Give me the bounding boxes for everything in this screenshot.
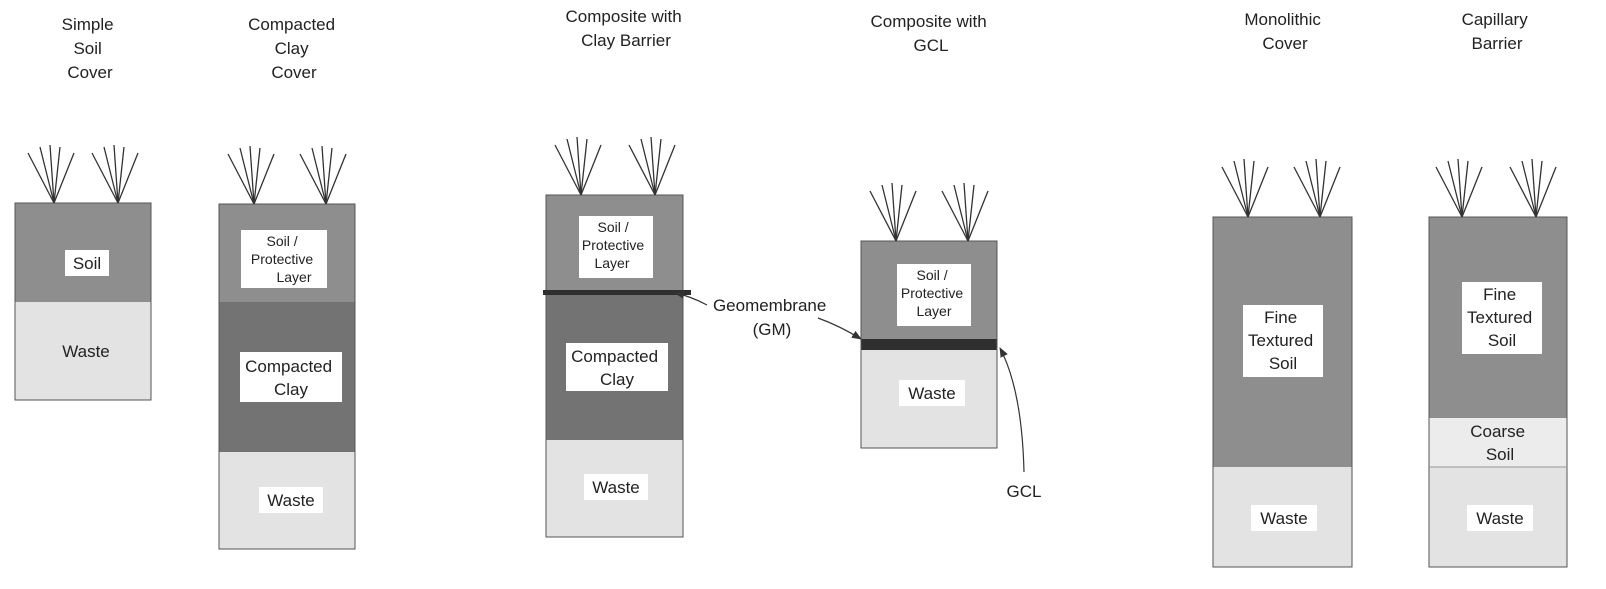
label-box bbox=[579, 216, 653, 278]
grass-tuft-icon bbox=[1221, 158, 1269, 218]
vegetation-group bbox=[27, 136, 1557, 242]
geomembrane-layer bbox=[543, 290, 691, 295]
layer-label-fine-textured-soil: Fine Textured Soil bbox=[1248, 308, 1318, 373]
column-title-compacted-clay-cover: Compacted Clay Cover bbox=[248, 15, 340, 82]
column-capillary-barrier: Fine Textured Soil Coarse Soil Waste bbox=[1428, 216, 1568, 568]
grass-tuft-icon bbox=[91, 144, 139, 204]
layer-label-compacted-clay: Compacted Clay bbox=[245, 357, 337, 399]
grass-tuft-icon bbox=[869, 182, 917, 242]
grass-tuft-icon bbox=[941, 182, 989, 242]
column-outline bbox=[218, 203, 356, 550]
layer-label-waste: Waste bbox=[267, 491, 315, 510]
gcl-annotation: GCL bbox=[999, 347, 1042, 501]
label-box bbox=[566, 343, 668, 391]
grass-tuft-icon bbox=[1293, 158, 1341, 218]
label-box bbox=[897, 264, 971, 326]
layer-label-fine-textured-soil: Fine Textured Soil bbox=[1467, 285, 1537, 350]
column-outline bbox=[860, 240, 998, 449]
column-title-capillary-barrier: Capillary Barrier bbox=[1462, 10, 1533, 53]
layer-label-waste: Waste bbox=[1260, 509, 1308, 528]
layer-label-waste: Waste bbox=[908, 384, 956, 403]
column-title-monolithic-cover: Monolithic Cover bbox=[1244, 10, 1325, 53]
grass-tuft-icon bbox=[1509, 158, 1557, 218]
column-composite-with-gcl: Soil / Protective Layer Waste bbox=[860, 240, 998, 449]
label-box bbox=[584, 474, 648, 500]
layer-label-compacted-clay: Compacted Clay bbox=[571, 347, 663, 389]
geomembrane-arrow-left bbox=[674, 290, 708, 306]
column-simple-soil-cover: Soil Waste bbox=[14, 202, 152, 401]
column-title-simple-soil-cover: Simple Soil Cover bbox=[62, 15, 119, 82]
layer-label-soil: Soil bbox=[73, 254, 101, 273]
grass-tuft-icon bbox=[299, 145, 347, 205]
column-compacted-clay-cover: Soil / Protective Layer Compacted Clay W… bbox=[218, 203, 356, 550]
column-outline bbox=[1428, 216, 1568, 568]
grass-tuft-icon bbox=[227, 145, 275, 205]
layer-label-soil-protective: Soil / Protective Layer bbox=[582, 219, 648, 271]
label-box bbox=[241, 230, 327, 288]
column-outline bbox=[545, 194, 684, 538]
gcl-label: GCL bbox=[1007, 482, 1042, 501]
grass-tuft-icon bbox=[27, 144, 75, 204]
label-box bbox=[1243, 305, 1323, 377]
layer-label-soil-protective: Soil / Protective Layer bbox=[251, 233, 317, 285]
geomembrane-label: Geomembrane (GM) bbox=[713, 296, 831, 339]
column-composite-with-clay-barrier: Soil / Protective Layer Compacted Clay W… bbox=[543, 194, 691, 538]
grass-tuft-icon bbox=[554, 136, 602, 196]
label-box bbox=[240, 352, 342, 402]
label-box bbox=[259, 487, 323, 513]
label-box bbox=[899, 380, 965, 406]
column-outline bbox=[14, 202, 152, 401]
layer-label-coarse-soil: Coarse Soil bbox=[1470, 422, 1530, 464]
geomembrane-annotation: Geomembrane (GM) bbox=[674, 290, 862, 340]
label-box bbox=[1251, 505, 1317, 531]
column-title-composite-with-gcl: Composite with GCL bbox=[871, 12, 992, 55]
layer-label-soil-protective: Soil / Protective Layer bbox=[901, 267, 967, 319]
layer-label-waste: Waste bbox=[1476, 509, 1524, 528]
geomembrane-arrow-right bbox=[817, 317, 862, 340]
label-box bbox=[1462, 282, 1542, 354]
layer-label-waste: Waste bbox=[62, 342, 110, 361]
gcl-layer bbox=[861, 339, 997, 350]
column-title-composite-with-clay-barrier: Composite with Clay Barrier bbox=[566, 7, 687, 50]
label-box bbox=[1467, 505, 1533, 531]
grass-tuft-icon bbox=[1435, 158, 1483, 218]
waste-layer bbox=[15, 302, 151, 400]
gcl-arrow bbox=[999, 347, 1025, 473]
grass-tuft-icon bbox=[628, 136, 676, 196]
column-monolithic-cover: Fine Textured Soil Waste bbox=[1212, 216, 1353, 568]
column-outline bbox=[1212, 216, 1353, 568]
label-box bbox=[65, 250, 109, 276]
coarse-soil-layer bbox=[1429, 418, 1567, 467]
layer-label-waste: Waste bbox=[592, 478, 640, 497]
